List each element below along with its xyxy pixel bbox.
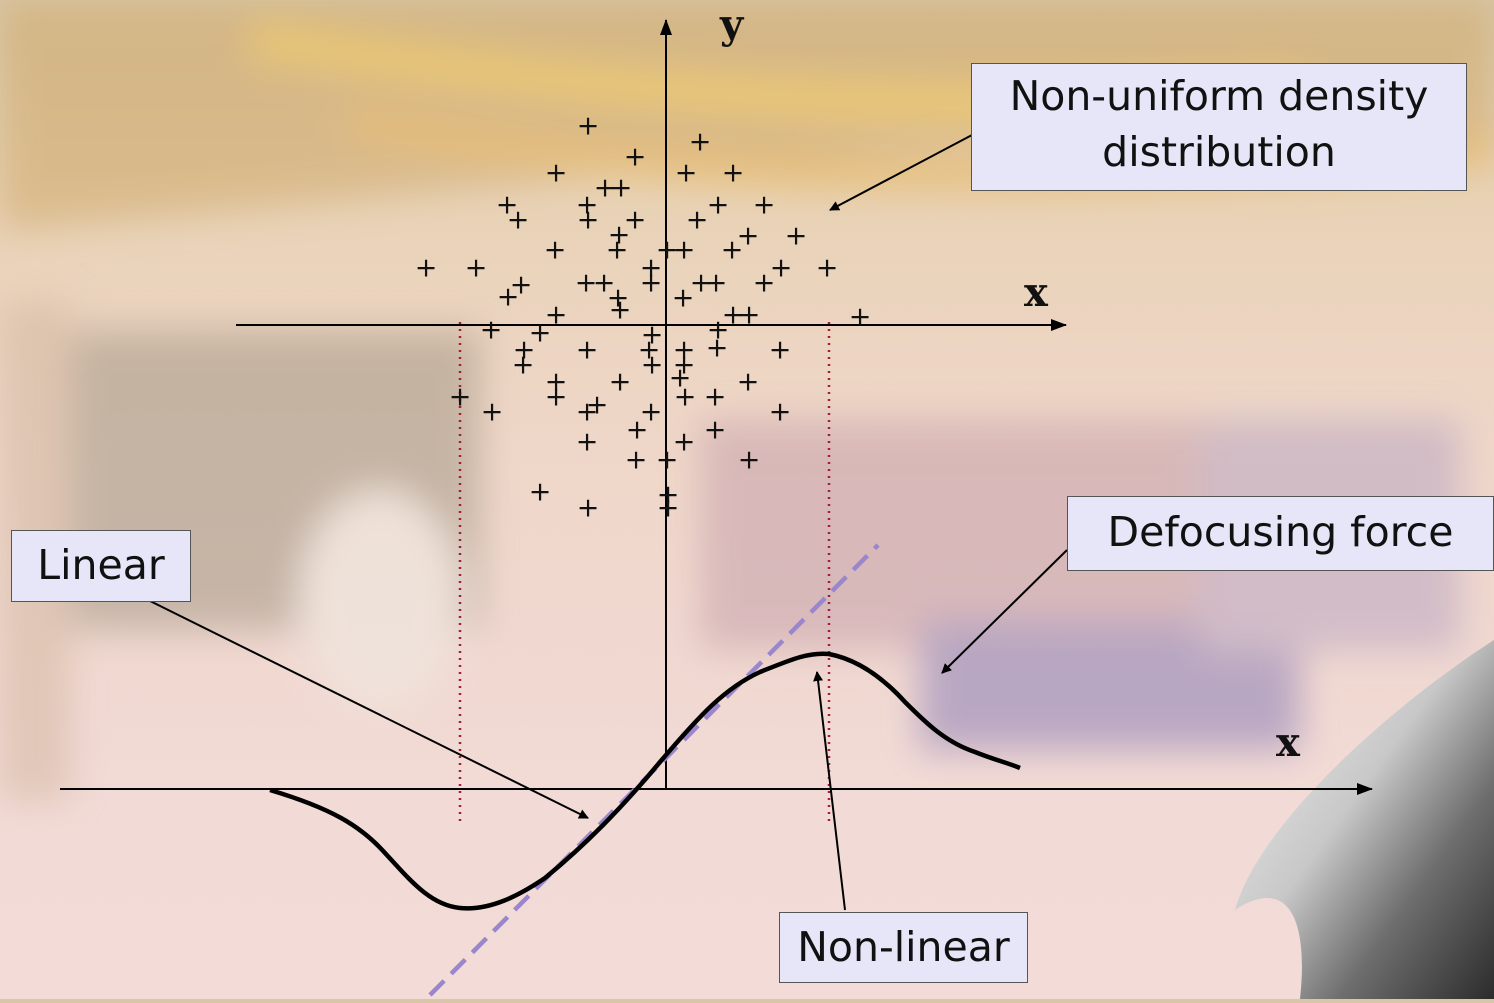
- particle-marker: +: [656, 445, 679, 476]
- particle-marker: +: [737, 367, 760, 398]
- particle-marker: +: [577, 493, 600, 524]
- particle-marker: +: [738, 445, 761, 476]
- particle-marker: +: [449, 382, 472, 413]
- particle-marker: +: [675, 158, 698, 189]
- particle-marker: +: [544, 235, 567, 266]
- linear-label: Linear: [11, 530, 191, 602]
- particle-marker: +: [626, 415, 649, 446]
- defocusing-force-curve: [270, 654, 1020, 909]
- particle-marker: +: [576, 427, 599, 458]
- particle-marker: +: [704, 415, 727, 446]
- y-axis-label: y: [719, 1, 745, 48]
- density-arrow: [830, 135, 972, 210]
- particle-marker: +: [674, 382, 697, 413]
- particle-marker: +: [753, 268, 776, 299]
- particle-marker: +: [610, 173, 633, 204]
- particle-marker: +: [512, 350, 535, 381]
- particle-marker: +: [577, 205, 600, 236]
- particle-marker: +: [415, 253, 438, 284]
- nonlinear-arrow: [817, 672, 845, 910]
- particle-marker: +: [737, 221, 760, 252]
- particle-marker: +: [657, 493, 680, 524]
- particle-marker: +: [545, 158, 568, 189]
- particle-marker: +: [480, 315, 503, 346]
- particle-marker: +: [706, 333, 729, 364]
- particle-marker: +: [785, 221, 808, 252]
- particle-marker: +: [672, 283, 695, 314]
- x-axis-bottom-label: x: [1276, 719, 1301, 766]
- particle-marker: +: [576, 335, 599, 366]
- particle-marker: +: [510, 270, 533, 301]
- particle-marker: +: [816, 253, 839, 284]
- particle-marker: +: [609, 295, 632, 326]
- particle-marker: +: [769, 397, 792, 428]
- particle-marker: +: [609, 367, 632, 398]
- particle-marker: +: [673, 235, 696, 266]
- particle-marker: +: [753, 190, 776, 221]
- particle-marker: +: [707, 190, 730, 221]
- particle-marker: +: [641, 350, 664, 381]
- nonlinear-label: Non-linear: [779, 912, 1028, 983]
- particle-marker: +: [507, 205, 530, 236]
- particle-marker: +: [849, 302, 872, 333]
- particle-marker: +: [704, 382, 727, 413]
- defocusing-force-label: Defocusing force: [1067, 496, 1494, 571]
- particle-marker: +: [722, 158, 745, 189]
- particle-marker: +: [705, 268, 728, 299]
- particle-marker: +: [624, 142, 647, 173]
- particle-marker: +: [545, 382, 568, 413]
- particle-cloud: ++++++++++++++++++++++++++++++++++++++++…: [415, 111, 872, 524]
- particle-marker: +: [640, 268, 663, 299]
- particle-marker: +: [738, 300, 761, 331]
- particle-marker: +: [529, 477, 552, 508]
- particle-marker: +: [577, 111, 600, 142]
- particle-marker: +: [465, 253, 488, 284]
- particle-marker: +: [606, 235, 629, 266]
- particle-marker: +: [481, 397, 504, 428]
- particle-marker: +: [586, 390, 609, 421]
- particle-marker: +: [769, 335, 792, 366]
- defocusing-arrow: [942, 550, 1067, 673]
- linear-arrow: [144, 598, 588, 818]
- x-axis-top-label: x: [1024, 269, 1049, 316]
- particle-marker: +: [686, 205, 709, 236]
- particle-marker: +: [689, 127, 712, 158]
- particle-marker: +: [625, 445, 648, 476]
- density-label: Non-uniform density distribution: [971, 63, 1467, 191]
